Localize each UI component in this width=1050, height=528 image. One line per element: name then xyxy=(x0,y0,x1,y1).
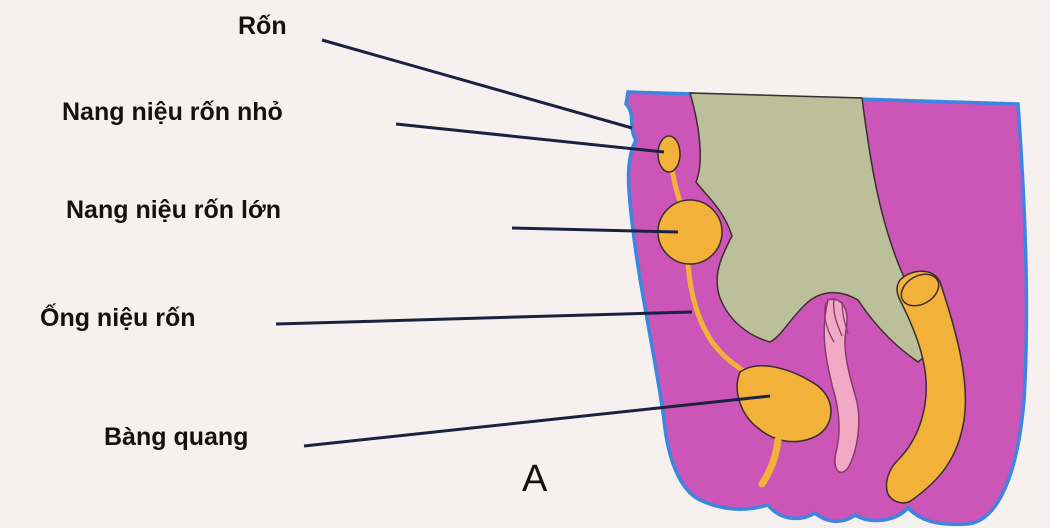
figure-letter: A xyxy=(522,458,548,500)
bladder xyxy=(736,365,832,443)
leader-line-bang xyxy=(303,394,771,448)
leader-line-ron xyxy=(321,38,633,130)
label-large-urachal-cyst: Nang niệu rốn lớn xyxy=(66,196,281,224)
genital-tract-fimbriae xyxy=(824,297,849,343)
rectum xyxy=(885,270,967,504)
rectum-opening xyxy=(900,273,940,307)
leader-line-nang-lon xyxy=(511,226,679,234)
label-bladder: Bàng quang xyxy=(104,423,249,451)
urethra xyxy=(758,436,782,488)
label-urachus: Ống niệu rốn xyxy=(40,304,196,332)
small-urachal-cyst xyxy=(657,135,681,173)
leader-line-nang-nho xyxy=(395,122,665,154)
genital-tract xyxy=(823,298,860,473)
label-small-urachal-cyst: Nang niệu rốn nhỏ xyxy=(62,98,283,126)
leader-line-ong xyxy=(275,310,693,326)
label-ron: Rốn xyxy=(238,12,287,40)
